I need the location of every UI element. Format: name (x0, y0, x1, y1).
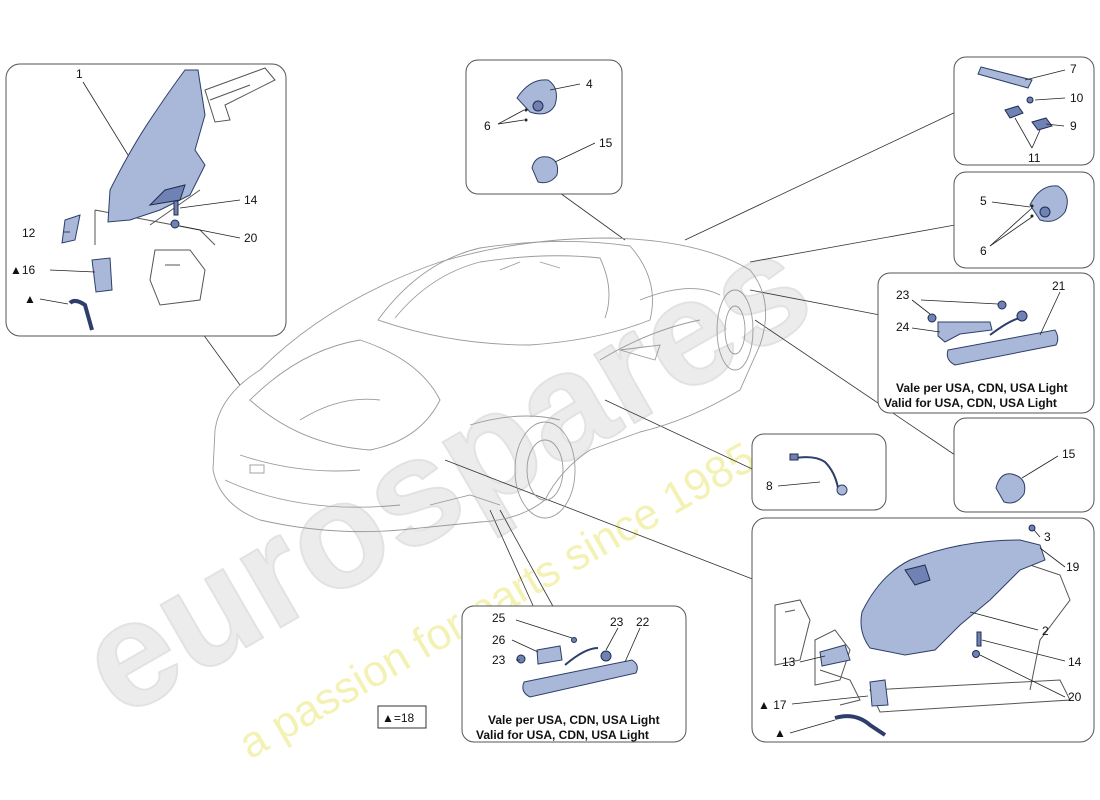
lamp-5 (1029, 185, 1068, 222)
label-6: 6 (484, 119, 491, 133)
legend-text: ▲=18 (382, 711, 415, 725)
label-9: 9 (1070, 119, 1077, 133)
label-14: 14 (244, 193, 258, 207)
grommet-15 (995, 473, 1026, 504)
level-motor-17 (869, 679, 889, 707)
label-6b: 6 (980, 244, 987, 258)
connector-8 (836, 484, 848, 496)
lens-cover-13 (819, 644, 851, 667)
label-7: 7 (1070, 62, 1077, 76)
label-triangle-b: ▲ (774, 726, 786, 740)
label-19: 19 (1066, 560, 1080, 574)
panel-upper-lamp: 4 6 15 (465, 59, 623, 195)
panel-cable: 8 (751, 433, 887, 511)
label-14b: 14 (1068, 655, 1082, 669)
panel-front-headlight: 1 12 ▲16 ▲ 14 20 (5, 63, 287, 337)
label-20b: 20 (1068, 690, 1082, 704)
headlight-assembly (107, 69, 206, 223)
panel-usa-right: 23 21 24 Vale per USA, CDN, USA Light Va… (877, 272, 1095, 414)
label-15b: 15 (1062, 447, 1076, 461)
panel-side-lamp: 5 6 (953, 171, 1095, 269)
label-24: 24 (896, 320, 910, 334)
usa-note-italian-b: Vale per USA, CDN, USA Light (488, 713, 660, 727)
label-1: 1 (76, 67, 83, 81)
bracket-9b (1031, 117, 1053, 131)
label-16: ▲16 (10, 263, 36, 277)
callout-lines (199, 109, 961, 611)
lens-cover (61, 214, 81, 244)
label-21: 21 (1052, 279, 1066, 293)
bracket-9a (1004, 105, 1024, 119)
panel-third-brake: 7 10 9 11 (953, 56, 1095, 166)
label-triangle: ▲ (24, 292, 36, 306)
label-5: 5 (980, 194, 987, 208)
label-26: 26 (492, 633, 506, 647)
panel-usa-bottom: 25 26 23 23 22 Vale per USA, CDN, USA Li… (461, 605, 687, 743)
label-17: ▲ 17 (758, 698, 787, 712)
label-23c: 23 (610, 615, 624, 629)
label-12: 12 (22, 226, 36, 240)
label-8: 8 (766, 479, 773, 493)
label-22: 22 (636, 615, 650, 629)
panel-grommet: 15 (953, 417, 1095, 513)
label-15: 15 (599, 136, 613, 150)
label-4: 4 (586, 77, 593, 91)
side-marker-22 (522, 659, 638, 698)
bracket-24 (937, 321, 993, 343)
level-motor (91, 257, 113, 293)
usa-note-italian: Vale per USA, CDN, USA Light (896, 381, 1068, 395)
headlight-assembly-2 (860, 539, 1046, 656)
label-2: 2 (1042, 624, 1049, 638)
usa-note-english-b: Valid for USA, CDN, USA Light (476, 728, 649, 742)
label-23a: 23 (896, 288, 910, 302)
label-3: 3 (1044, 530, 1051, 544)
label-25: 25 (492, 611, 506, 625)
side-marker-21 (946, 329, 1059, 366)
brake-light-7 (977, 66, 1033, 89)
label-23b: 23 (492, 653, 506, 667)
bracket-26 (536, 645, 563, 665)
label-13: 13 (782, 655, 796, 669)
lamp-4 (516, 79, 557, 115)
car-outline (212, 237, 767, 533)
legend-box: ▲=18 (377, 705, 427, 729)
label-20: 20 (244, 231, 258, 245)
label-11: 11 (1028, 151, 1041, 165)
grommet-15-top (531, 156, 559, 184)
usa-note-english: Valid for USA, CDN, USA Light (884, 396, 1057, 410)
label-10: 10 (1070, 91, 1084, 105)
panel-rear-headlight: 3 19 2 13 14 20 ▲ 17 ▲ (751, 517, 1095, 743)
